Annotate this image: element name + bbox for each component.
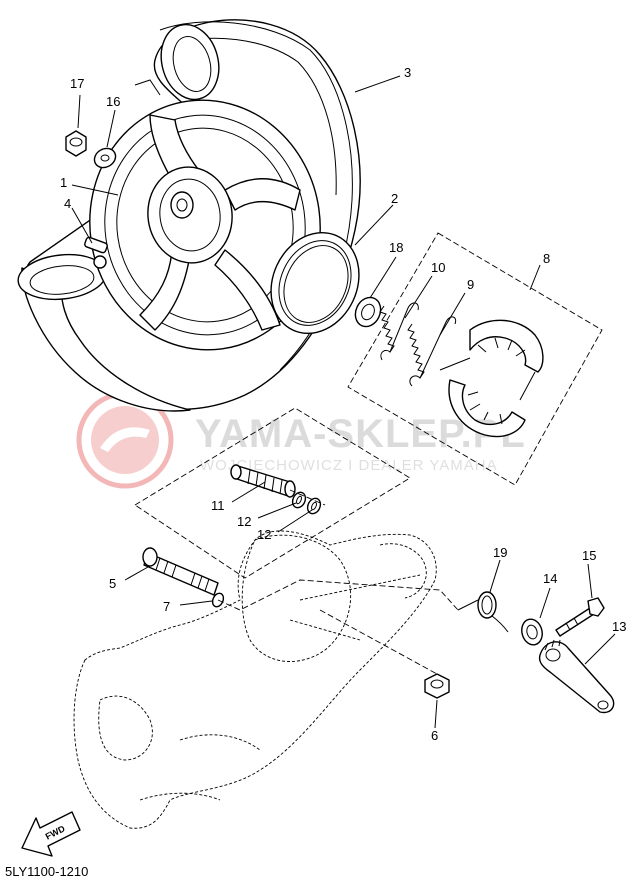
callout-5: 5 bbox=[109, 576, 116, 591]
spring-9 bbox=[407, 316, 457, 387]
axle-group-box bbox=[134, 407, 411, 579]
brake-shoes bbox=[439, 319, 544, 438]
callout-12b: 12 bbox=[257, 527, 271, 542]
o-rings-12 bbox=[291, 491, 322, 515]
callout-16: 16 bbox=[106, 94, 120, 109]
callout-3: 3 bbox=[404, 65, 411, 80]
brake-ring bbox=[270, 231, 360, 335]
brake-cam-lever-13 bbox=[538, 639, 615, 714]
watermark-brand: YAMA-SKLEP.PL bbox=[195, 412, 526, 456]
cam-shaft-11 bbox=[230, 464, 296, 498]
callout-9: 9 bbox=[467, 277, 474, 292]
washer-16 bbox=[93, 147, 117, 169]
spring-10 bbox=[379, 302, 419, 361]
callout-11: 11 bbox=[211, 498, 225, 513]
fwd-arrow-icon bbox=[21, 811, 81, 857]
leader-lines bbox=[71, 75, 616, 729]
callout-7: 7 bbox=[163, 599, 170, 614]
engine-case-outline bbox=[73, 530, 437, 829]
watermark: YAMA-SKLEP.PL WOJCIECHOWICZ I DEALER YAM… bbox=[76, 391, 526, 489]
watermark-subline: WOJCIECHOWICZ I DEALER YAMAHA bbox=[200, 457, 498, 474]
callout-6: 6 bbox=[431, 728, 438, 743]
oil-seal-18 bbox=[354, 296, 382, 328]
wheel-rim bbox=[89, 79, 321, 351]
washer-14 bbox=[521, 618, 543, 646]
brake-shoe-group-box bbox=[347, 232, 603, 486]
fwd-arrow: FWD bbox=[21, 811, 81, 857]
callout-2: 2 bbox=[391, 191, 398, 206]
callout-13: 13 bbox=[612, 619, 626, 634]
callout-19: 19 bbox=[493, 545, 507, 560]
nut-6 bbox=[424, 673, 450, 699]
callout-12a: 12 bbox=[237, 514, 251, 529]
return-spring-19 bbox=[457, 591, 509, 633]
diagram-code: 5LY1100-1210 bbox=[5, 864, 88, 879]
callout-8: 8 bbox=[543, 251, 550, 266]
axle-5 bbox=[142, 547, 219, 596]
callout-1: 1 bbox=[60, 175, 67, 190]
callout-17: 17 bbox=[70, 76, 84, 91]
nut-17 bbox=[65, 130, 87, 157]
bolt-15 bbox=[555, 597, 605, 637]
callout-14: 14 bbox=[543, 571, 557, 586]
callout-labels: 17 16 1 4 3 2 18 10 9 8 11 12 12 5 7 6 1… bbox=[60, 65, 626, 743]
callout-10: 10 bbox=[431, 260, 445, 275]
callout-18: 18 bbox=[389, 240, 403, 255]
callout-15: 15 bbox=[582, 548, 596, 563]
callout-4: 4 bbox=[64, 196, 71, 211]
